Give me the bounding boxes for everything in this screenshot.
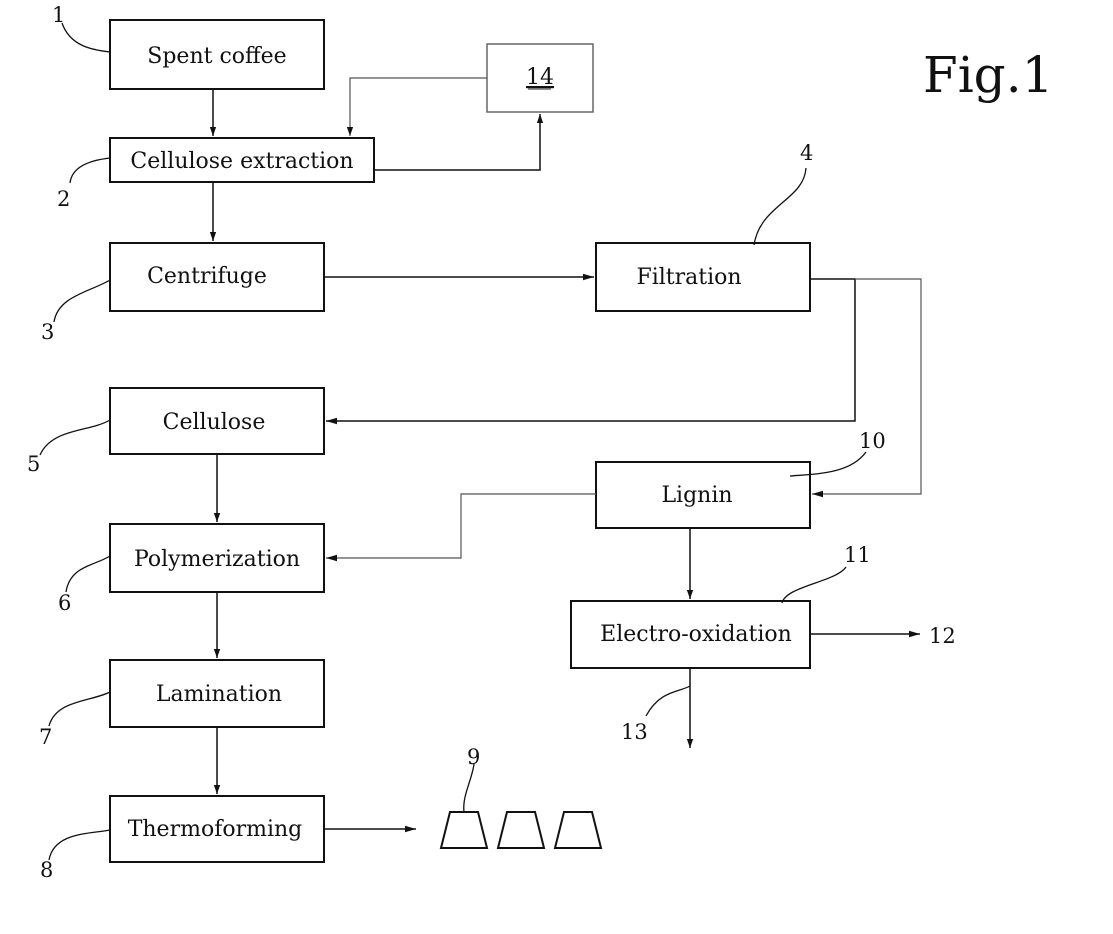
leader-13 xyxy=(646,686,690,716)
cup-shape-3 xyxy=(555,812,601,848)
ref-5: 5 xyxy=(27,452,40,476)
leader-8 xyxy=(49,830,110,860)
box-cellulose: Cellulose xyxy=(110,388,324,454)
box-cellulose-extraction: Cellulose extraction xyxy=(110,138,374,182)
ref-12: 12 xyxy=(929,624,956,648)
ref-8: 8 xyxy=(40,858,53,882)
ref-9: 9 xyxy=(467,745,480,769)
box-cellulose-label: Cellulose xyxy=(163,410,266,435)
leader-3 xyxy=(54,280,110,322)
box-thermoforming: Thermoforming xyxy=(110,796,324,862)
leader-7 xyxy=(49,692,110,726)
box-electro-oxidation-label: Electro-oxidation xyxy=(600,622,792,647)
box-filtration-label: Filtration xyxy=(636,265,741,290)
box-cellulose-extraction-label: Cellulose extraction xyxy=(130,149,353,174)
arrow-lignin-to-polymerization xyxy=(326,494,596,558)
box-centrifuge: Centrifuge xyxy=(110,243,324,311)
box-polymerization: Polymerization xyxy=(110,524,324,592)
ref-3: 3 xyxy=(41,320,54,344)
leader-5 xyxy=(40,420,110,455)
ref-11: 11 xyxy=(844,543,871,567)
leader-6 xyxy=(66,556,110,592)
box-filtration: Filtration xyxy=(596,243,810,311)
leader-1 xyxy=(62,23,110,52)
figure-title: Fig.1 xyxy=(923,46,1053,104)
box-electro-oxidation: Electro-oxidation xyxy=(571,601,810,668)
leader-9 xyxy=(464,764,474,812)
ref-10: 10 xyxy=(859,429,886,453)
box-polymerization-label: Polymerization xyxy=(134,547,300,572)
box-lignin: Lignin xyxy=(596,462,810,528)
ref-2: 2 xyxy=(57,187,70,211)
leader-11 xyxy=(782,567,846,603)
box-lignin-label: Lignin xyxy=(661,483,732,508)
ref-6: 6 xyxy=(58,591,71,615)
ref-13: 13 xyxy=(621,720,648,744)
ref-4: 4 xyxy=(800,141,813,165)
box-thermoforming-label: Thermoforming xyxy=(128,817,303,842)
box-14-label: 14 xyxy=(526,65,554,90)
leader-4 xyxy=(754,168,806,245)
box-14: 14 xyxy=(487,44,593,112)
ref-1: 1 xyxy=(52,3,65,27)
ref-7: 7 xyxy=(39,725,52,749)
arrow-extraction-to-14 xyxy=(374,114,540,170)
box-lamination: Lamination xyxy=(110,660,324,727)
box-lamination-label: Lamination xyxy=(156,682,282,707)
cup-shape-2 xyxy=(498,812,544,848)
cup-shape-1 xyxy=(441,812,487,848)
box-spent-coffee: Spent coffee xyxy=(110,20,324,89)
box-centrifuge-label: Centrifuge xyxy=(147,264,267,289)
leader-2 xyxy=(70,158,110,183)
box-spent-coffee-label: Spent coffee xyxy=(147,44,286,69)
arrow-filtration-to-lignin xyxy=(812,279,921,494)
arrow-14-to-extraction xyxy=(350,78,487,136)
